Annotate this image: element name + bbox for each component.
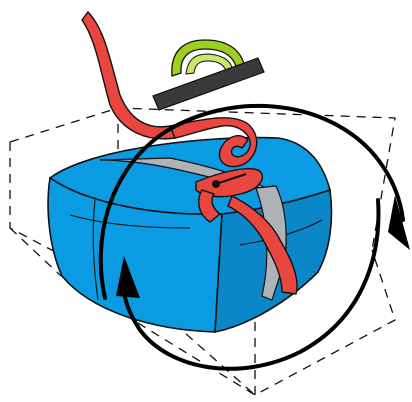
circular-rotate-arrows-icon [98,103,405,371]
arrowhead-right [388,195,410,250]
red-strap [81,10,298,295]
bag-front-face [47,176,223,333]
buckle-bar [152,57,265,111]
arrowhead-left [116,256,140,298]
